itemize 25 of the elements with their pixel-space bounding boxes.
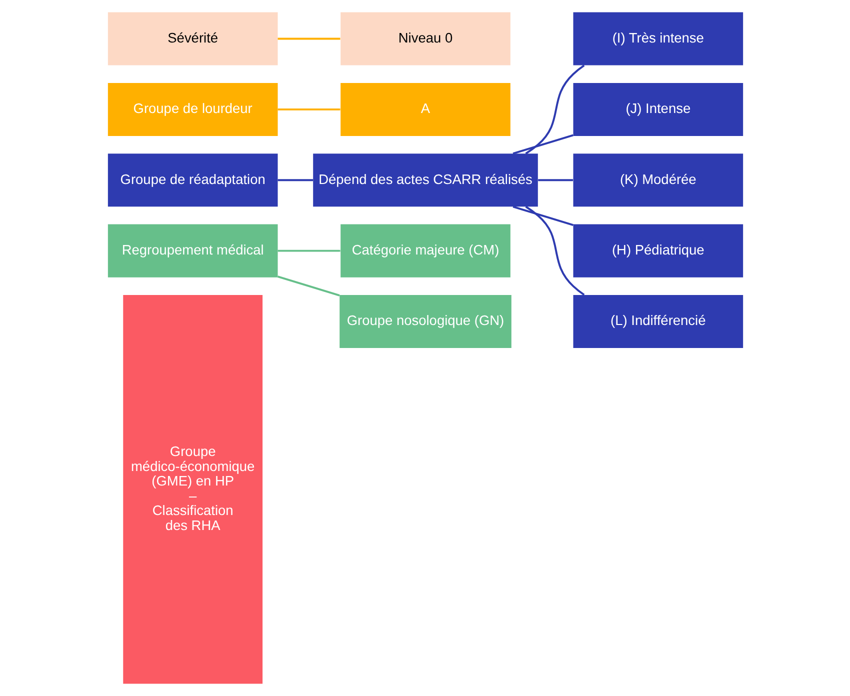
connector [524, 206, 584, 296]
node-box: (H) Pédiatrique [572, 224, 743, 278]
node-box: (I) Très intense [572, 12, 743, 66]
connector [512, 134, 573, 155]
connector [538, 179, 572, 182]
node-box: Catégorie majeure (CM) [340, 224, 510, 278]
connector [276, 276, 340, 296]
connector [512, 206, 573, 226]
connector [277, 250, 340, 252]
connector [277, 108, 340, 110]
node-box: Groupe de réadaptation [107, 154, 278, 207]
connector [524, 64, 584, 154]
node-box: Niveau 0 [340, 12, 510, 66]
node-box: Groupe nosologique (GN) [339, 295, 511, 348]
node-box: Groupe médico-économique (GME) en HP – Classification des RHA [122, 295, 262, 684]
node-box: (L) Indifférencié [572, 295, 743, 348]
connector [277, 38, 340, 40]
node-box: A [340, 82, 510, 136]
node-box: Sévérité [107, 12, 278, 66]
node-box: Regroupement médical [107, 224, 278, 278]
node-box: (K) Modérée [572, 154, 743, 207]
connector [277, 179, 312, 182]
node-box: Dépend des actes CSARR réalisés [312, 154, 538, 207]
node-box: (J) Intense [572, 82, 743, 136]
node-box: Groupe de lourdeur [107, 82, 278, 136]
